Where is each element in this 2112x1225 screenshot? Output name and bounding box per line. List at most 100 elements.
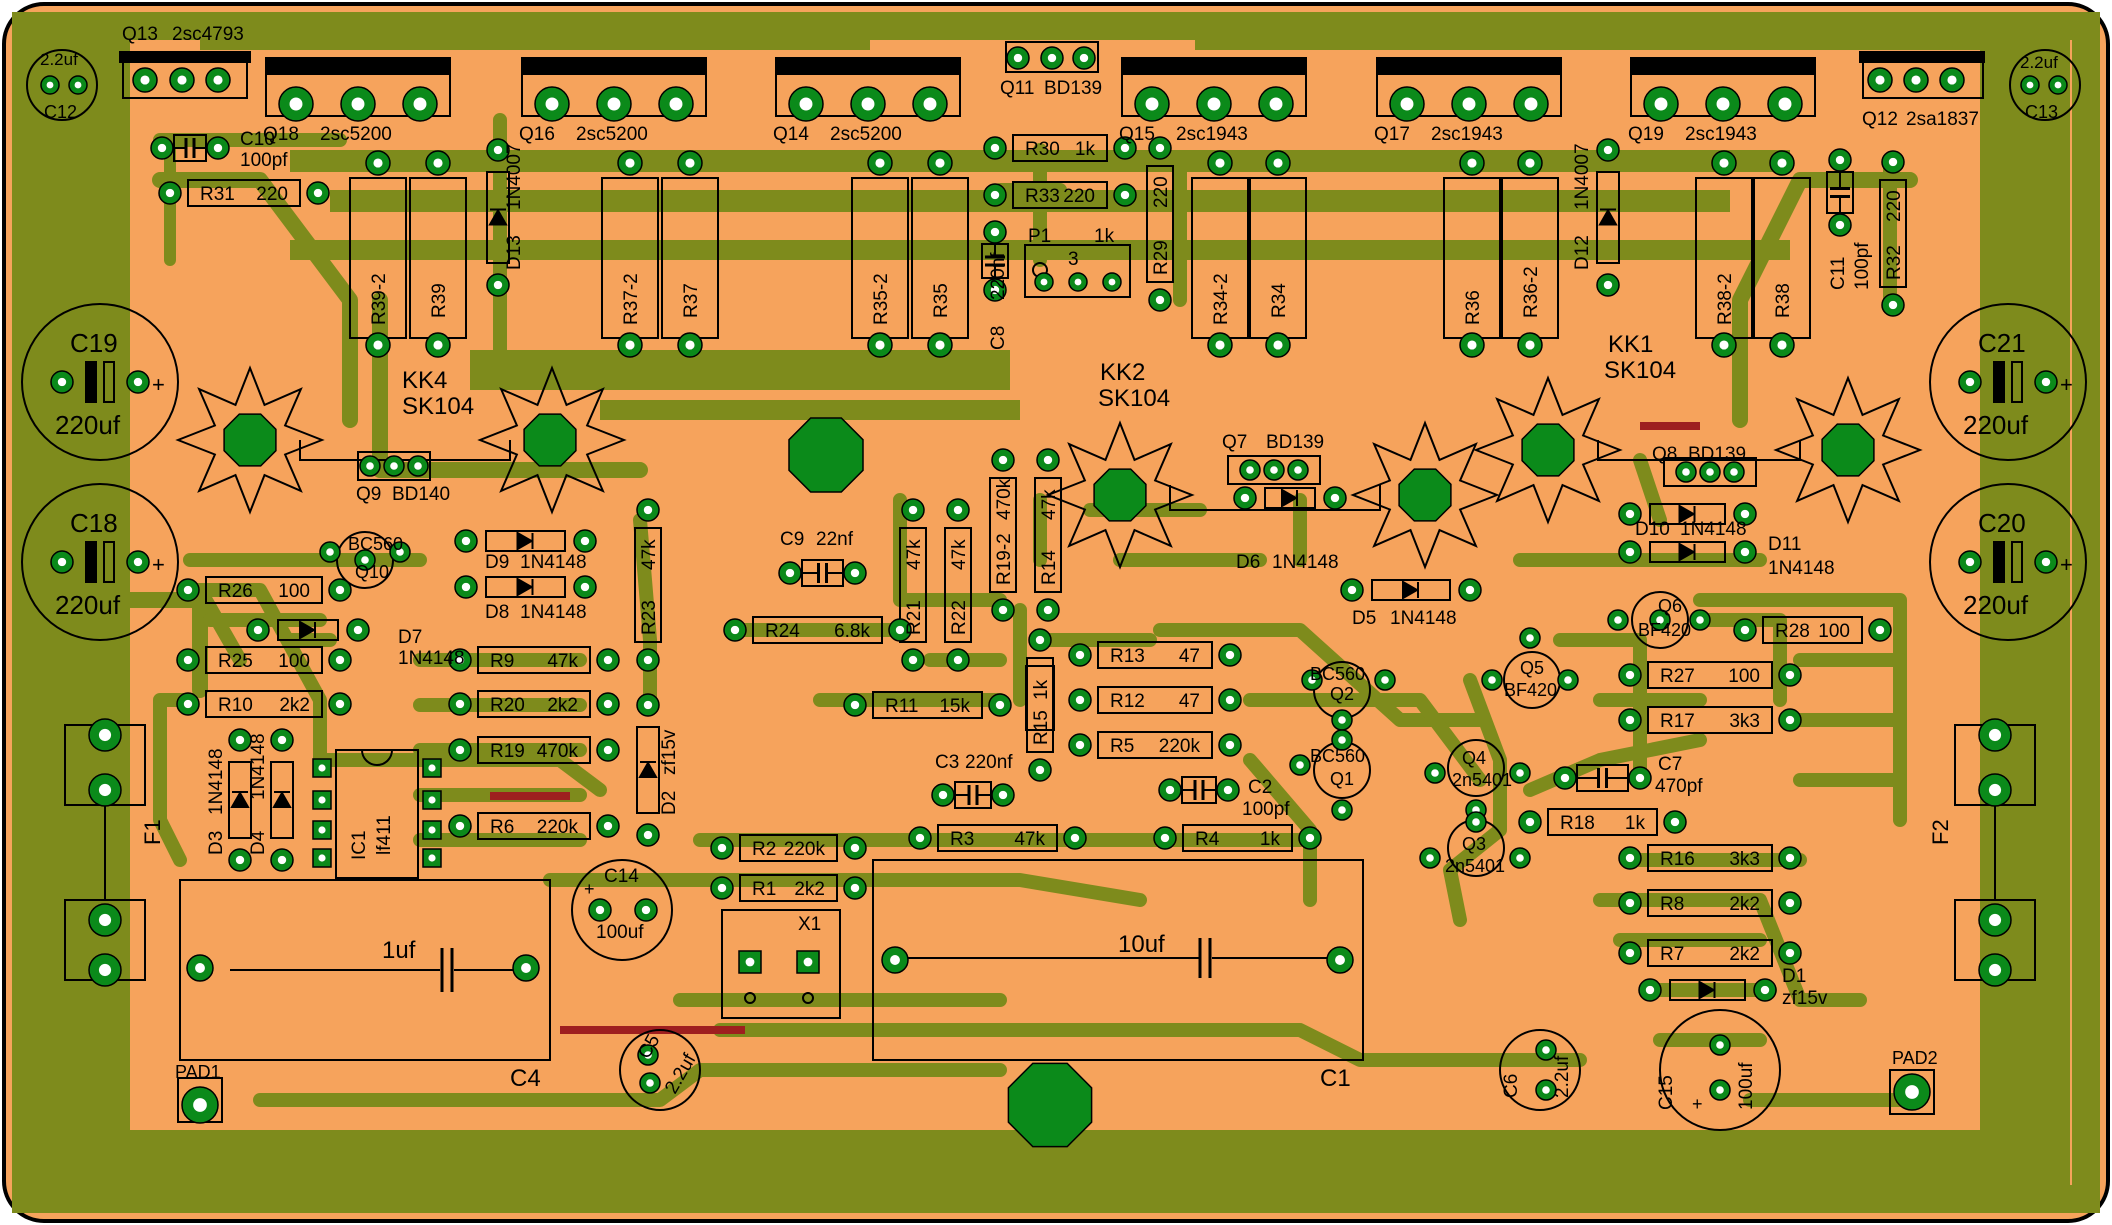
value-r20: 2k2 [547, 695, 578, 716]
drill-hole [908, 505, 918, 515]
diode-body [485, 576, 566, 598]
drill-hole [1965, 557, 1975, 567]
value-r6: 220k [537, 817, 579, 838]
value-c18: 220uf [55, 590, 121, 620]
drill-hole [433, 340, 443, 350]
drill-hole [1074, 278, 1082, 286]
ic-body [335, 749, 419, 879]
label-c12: C12 [44, 102, 77, 122]
label-r39-2: R39-2 [369, 273, 390, 325]
drill-hole [785, 568, 795, 578]
value-r12: 47 [1179, 691, 1200, 712]
copper-track [1523, 733, 1707, 797]
drill-hole [373, 158, 383, 168]
drill-hole [326, 548, 334, 556]
value-r10: 2k2 [279, 695, 310, 716]
polarity-plus: + [2060, 372, 2073, 397]
drill-hole [669, 97, 683, 111]
value-r15: 1k [1031, 679, 1052, 700]
diode-symbol [272, 790, 292, 808]
value-ic1: lf411 [374, 815, 395, 855]
transistor-body [122, 59, 248, 99]
label-r1: R1 [752, 879, 776, 900]
label-r34: R34 [1269, 283, 1290, 318]
label-r35-2: R35-2 [871, 273, 892, 325]
drill-hole [1035, 765, 1045, 775]
transistor-body [1862, 59, 1984, 99]
drill-hole [643, 830, 653, 840]
drill-hole [1947, 75, 1957, 85]
value-kk2: SK104 [1098, 385, 1170, 412]
value-c7: 470pf [1655, 776, 1703, 797]
drill-hole [2041, 377, 2051, 387]
label-r37: R37 [681, 283, 702, 318]
copper-track [253, 1063, 1007, 1107]
label-r9: R9 [490, 651, 514, 672]
pour-left-edge [40, 20, 130, 1200]
resistor-body [1879, 179, 1907, 288]
drill-hole [74, 81, 82, 89]
heatsink-outline [1045, 420, 1195, 570]
drill-hole [1965, 377, 1975, 387]
drill-hole [277, 735, 287, 745]
drill-hole [1070, 833, 1080, 843]
copper-track [713, 1023, 1587, 1067]
drill-hole [953, 505, 963, 515]
drill-hole [133, 377, 143, 387]
drill-hole [1040, 278, 1048, 286]
drill-hole [521, 963, 531, 973]
electrolytic-capacitor-body [21, 303, 179, 461]
value-d1: zf15v [1782, 988, 1828, 1009]
drill-hole [938, 790, 948, 800]
value-d10: 1N4148 [1680, 519, 1747, 540]
drill-hole [890, 955, 900, 965]
value-q5: BF420 [1504, 680, 1557, 700]
drill-hole [1013, 53, 1023, 63]
label-c18: C18 [70, 508, 118, 538]
diode-symbol [488, 208, 508, 226]
resistor-body [1025, 665, 1055, 731]
drill-hole [717, 843, 727, 853]
drill-hole [850, 883, 860, 893]
value-c3: 220nf [965, 752, 1013, 773]
label-r12: R12 [1110, 691, 1145, 712]
drill-hole [46, 81, 54, 89]
transistor-to92-body [1447, 739, 1505, 797]
resistor-body [1647, 889, 1773, 917]
value-kk1: SK104 [1604, 357, 1676, 384]
resistor-body [1146, 165, 1174, 283]
drill-hole [1338, 806, 1346, 814]
drill-hole [1120, 190, 1130, 200]
label-r29: R29 [1151, 240, 1172, 275]
drill-hole [98, 783, 112, 797]
value-q19: 2sc1943 [1685, 124, 1757, 145]
polarity-plus: + [152, 552, 165, 577]
label-r27: R27 [1660, 666, 1695, 687]
label-d13: D13 [504, 235, 525, 270]
resistor-body [937, 824, 1058, 852]
value-r13: 47 [1179, 646, 1200, 667]
drill-hole [625, 158, 635, 168]
label-r15: R15 [1031, 710, 1052, 745]
resistor-body [1012, 134, 1108, 162]
drill-hole [461, 582, 471, 592]
transistor-tab [1630, 57, 1816, 75]
drill-hole [373, 340, 383, 350]
value-r5: 220k [1159, 736, 1201, 757]
transistor-to92-body [1631, 591, 1689, 649]
drill-hole [1785, 670, 1795, 680]
label-c21: C21 [1978, 328, 2026, 358]
drill-hole [1225, 695, 1235, 705]
drill-hole [1269, 97, 1283, 111]
value-c4: 1uf [382, 937, 416, 964]
diode-symbol [230, 790, 250, 808]
drill-hole [1603, 280, 1613, 290]
diode-symbol [1281, 488, 1299, 508]
drill-hole [361, 556, 369, 564]
value-d3: 1N4148 [206, 748, 227, 815]
drill-hole [1524, 97, 1538, 111]
label-p1: P1 [1028, 226, 1051, 247]
drill-hole [1155, 143, 1165, 153]
heatsink-mount-pad [1398, 468, 1452, 522]
drill-hole [1656, 616, 1664, 624]
